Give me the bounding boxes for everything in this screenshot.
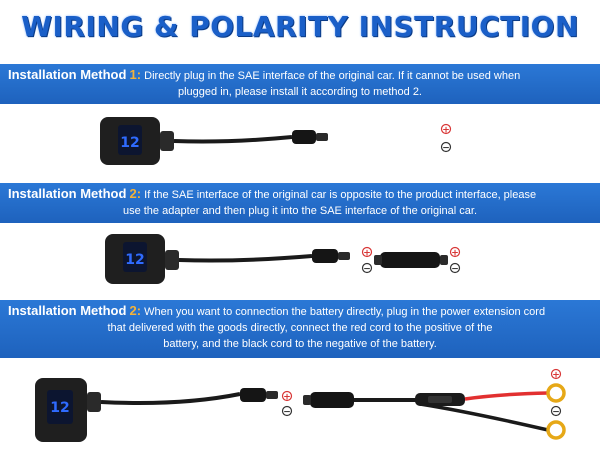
method-3-illustration: 12 + − + − [35, 368, 566, 442]
negative-icon: − [283, 408, 291, 418]
display-reading: 12 [120, 135, 139, 151]
negative-ring-terminal [546, 420, 566, 440]
method-1-line1: Directly plug in the SAE interface of th… [144, 70, 521, 82]
method-1-number: 1: [129, 67, 142, 82]
method-2-label: Installation Method [8, 186, 127, 201]
method-2-line1: If the SAE interface of the original car… [144, 189, 537, 201]
sae-connector [312, 249, 350, 263]
cable [100, 392, 241, 405]
fuse-holder [415, 393, 465, 406]
method-2-illustration: 12 + − + − [105, 234, 461, 284]
positive-ring-terminal [546, 383, 566, 403]
sae-connector [292, 130, 328, 144]
method-2-number: 2: [129, 186, 142, 201]
method-2-line2: use the adapter and then plug it into th… [122, 205, 478, 217]
method-2-band: Installation Method 2: If the SAE interf… [0, 183, 600, 223]
positive-icon: + [363, 249, 371, 259]
positive-icon: + [552, 371, 560, 381]
black-wire [419, 402, 549, 432]
method-1-illustration: 12 + − [100, 117, 452, 165]
extension-cord-plug [303, 392, 354, 408]
sae-adapter [374, 252, 448, 268]
display-reading: 12 [50, 400, 69, 416]
sae-connector [240, 388, 278, 402]
cable [173, 135, 293, 144]
meter-device [35, 378, 101, 442]
negative-icon: − [451, 265, 459, 275]
negative-icon: − [363, 265, 371, 275]
positive-icon: + [442, 126, 450, 136]
negative-icon: − [442, 144, 450, 154]
meter-device [105, 234, 179, 284]
page-title: WIRING & POLARITY INSTRUCTION [21, 10, 579, 43]
method-3-line1: When you want to connection the battery … [144, 306, 546, 318]
positive-icon: + [451, 249, 459, 259]
method-3-line3: battery, and the black cord to the negat… [163, 338, 437, 350]
method-1-band: Installation Method 1: Directly plug in … [0, 64, 600, 104]
cable [178, 254, 313, 263]
method-1-label: Installation Method [8, 67, 127, 82]
method-3-line2: that delivered with the goods directly, … [107, 322, 493, 334]
positive-icon: + [283, 393, 291, 403]
meter-device [100, 117, 174, 165]
method-3-band: Installation Method 2: When you want to … [0, 300, 600, 358]
red-wire [464, 391, 549, 401]
method-1-line2: plugged in, please install it according … [178, 86, 422, 98]
display-reading: 12 [125, 252, 144, 268]
method-3-label: Installation Method [8, 303, 127, 318]
negative-icon: − [552, 408, 560, 418]
method-3-number: 2: [129, 303, 142, 318]
